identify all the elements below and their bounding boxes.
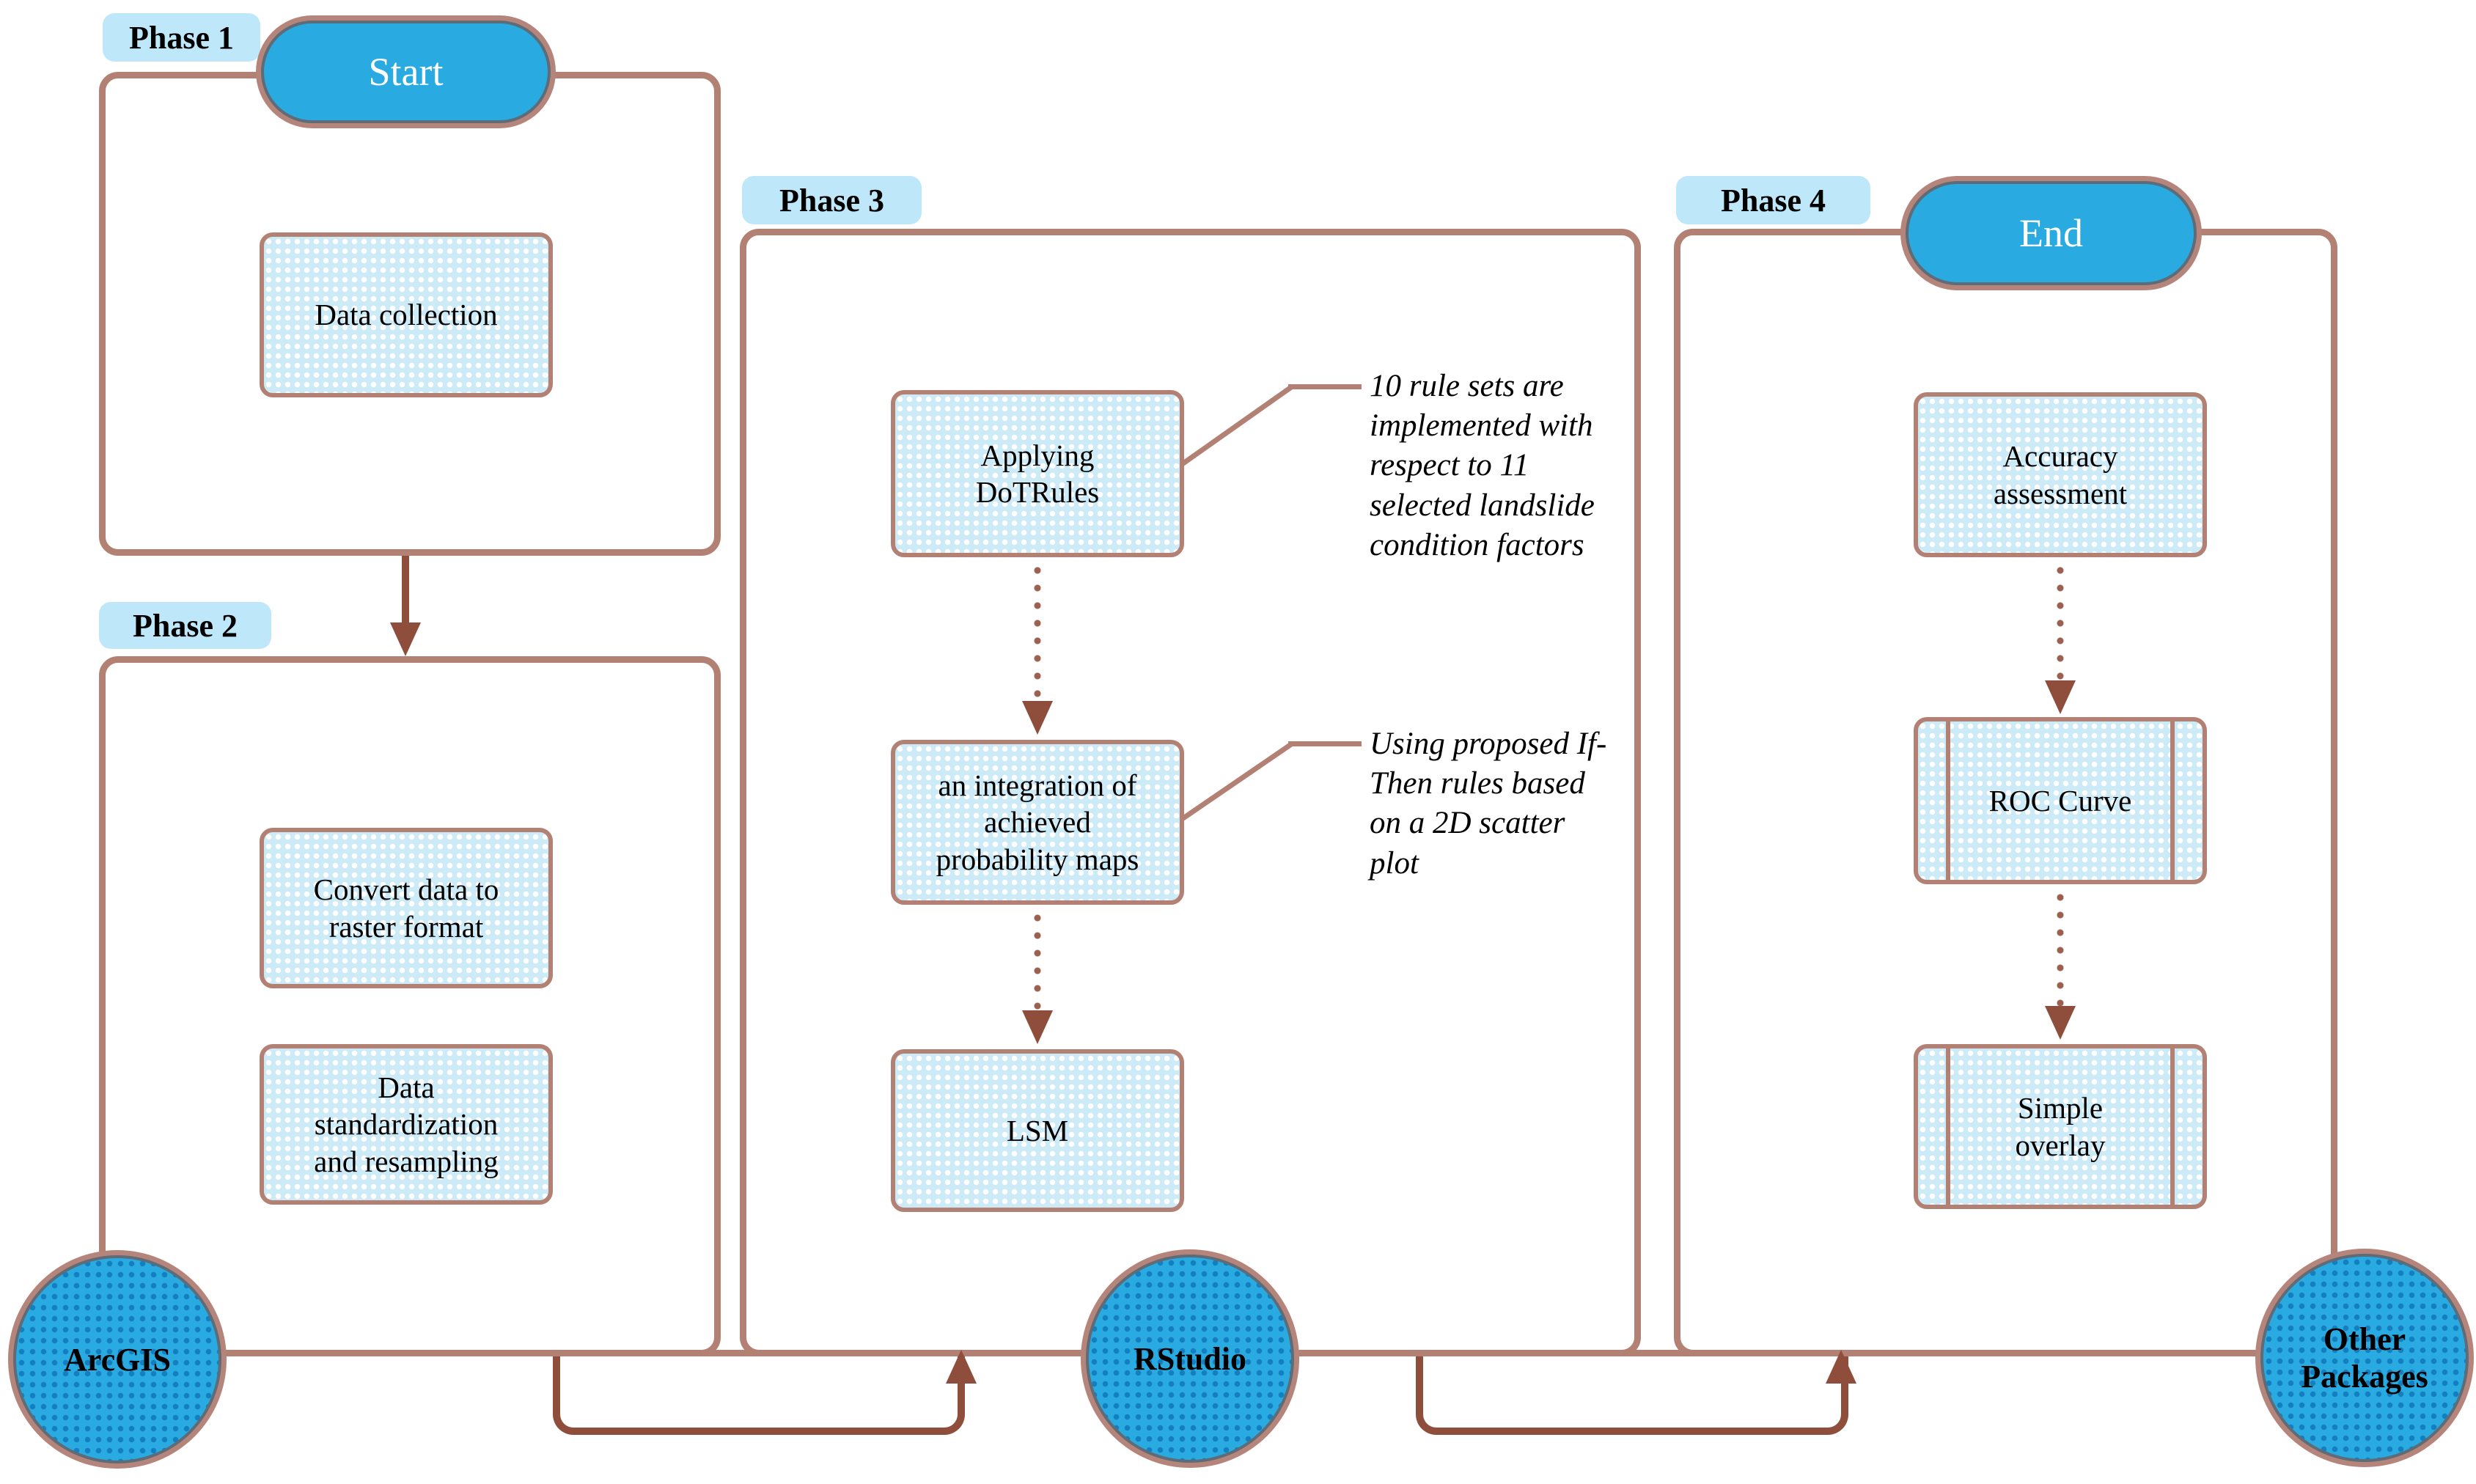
- node-roc-curve: ROC Curve: [1914, 717, 2207, 884]
- subprocess-bar: [2170, 1048, 2175, 1205]
- node-simple-overlay: Simple overlay: [1914, 1044, 2207, 1209]
- node-data-collection: Data collection: [260, 232, 553, 397]
- connector-rstudio-to-phase4: [1416, 1353, 1848, 1435]
- arrowhead-down-icon: [1022, 1010, 1053, 1044]
- tool-circle-rstudio: RStudio: [1086, 1255, 1294, 1463]
- node-accuracy: Accuracy assessment: [1914, 392, 2207, 557]
- tool-circle-arcgis: ArcGIS: [13, 1255, 221, 1463]
- subprocess-bar: [1946, 1048, 1950, 1205]
- annotation-integration: Using proposed If- Then rules based on a…: [1370, 727, 1607, 881]
- node-standardization: Data standardization and resampling: [260, 1044, 553, 1205]
- end-terminal: End: [1906, 181, 2197, 285]
- node-roc-curve-label: ROC Curve: [1988, 783, 2132, 818]
- phase-4-label: Phase 4: [1676, 176, 1870, 224]
- node-lsm: LSM: [891, 1049, 1184, 1212]
- subprocess-bar: [1946, 721, 1950, 880]
- arrow-phase1-to-phase2: [402, 556, 409, 625]
- node-convert-raster: Convert data to raster format: [260, 828, 553, 988]
- annotation-dotrules: 10 rule sets are implemented with respec…: [1370, 369, 1595, 562]
- start-terminal: Start: [261, 21, 551, 123]
- phase-2-container: [99, 656, 721, 1356]
- node-dotrules: Applying DoTRules: [891, 390, 1184, 557]
- arrowhead-down-icon: [2045, 1006, 2076, 1040]
- arrowhead-down-icon: [2045, 680, 2076, 714]
- node-simple-overlay-label: Simple overlay: [2015, 1091, 2106, 1162]
- phase-1-label: Phase 1: [103, 13, 260, 62]
- dotted-arrow-roc-to-overlay: [2057, 889, 2064, 1007]
- phase-2-label: Phase 2: [99, 602, 271, 649]
- node-integration: an integration of achieved probability m…: [891, 740, 1184, 905]
- arrowhead-down-icon: [1022, 701, 1053, 735]
- dotted-arrow-accuracy-to-roc: [2057, 562, 2064, 682]
- dotted-arrow-dotrules-to-integration: [1034, 562, 1041, 702]
- phase-3-label: Phase 3: [742, 176, 922, 224]
- arrowhead-down-icon: [390, 622, 421, 656]
- arrowhead-up-icon: [946, 1350, 977, 1384]
- subprocess-bar: [2170, 721, 2175, 880]
- callout-leader-dotrules: [1288, 384, 1362, 389]
- dotted-arrow-integration-to-lsm: [1034, 909, 1041, 1012]
- connector-arcgis-to-phase3: [553, 1353, 965, 1435]
- callout-leader-integration: [1288, 741, 1362, 746]
- tool-circle-other-packages: Other Packages: [2260, 1254, 2469, 1462]
- arrowhead-up-icon: [1826, 1350, 1856, 1384]
